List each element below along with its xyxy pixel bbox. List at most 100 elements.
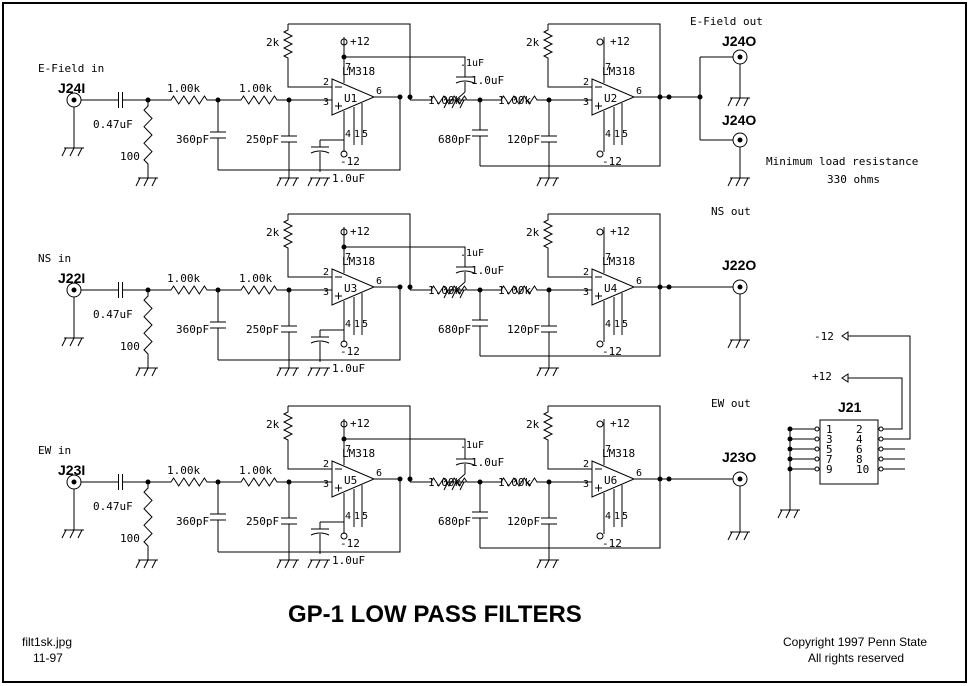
resistor [165, 95, 213, 105]
ground-symbol [135, 367, 158, 377]
pin-3: 3 [323, 97, 329, 108]
wire [287, 254, 332, 278]
resistor [542, 214, 554, 254]
ground-hatch [307, 559, 329, 569]
input-jack-label: J22I [58, 270, 85, 286]
wire [547, 254, 592, 278]
connector-pin-right: 8 [856, 453, 863, 466]
pin-5: 5 [622, 319, 628, 330]
capacitor [456, 260, 474, 268]
balance-leads [353, 485, 363, 527]
junction-dot [666, 284, 672, 290]
pin-6: 6 [636, 468, 642, 479]
opamp-triangle [591, 78, 636, 116]
connector-contact [878, 456, 884, 462]
label: 1.00k [167, 272, 200, 285]
opamp-part-number: LM318 [602, 255, 635, 268]
connector-pin-left: 5 [826, 443, 833, 456]
label: 250pF [246, 515, 279, 528]
note-ohms: 330 ohms [827, 173, 880, 186]
label: 120pF [507, 133, 540, 146]
ground-hatch [727, 531, 749, 541]
capacitor [311, 522, 329, 530]
resistor [235, 477, 283, 487]
wire [218, 97, 401, 171]
supply-pos-label: +12 [350, 417, 370, 430]
ground-symbol [307, 559, 330, 569]
plus-mark: .1uF [460, 58, 484, 69]
opamp-triangle [331, 78, 376, 116]
ground-hatch [777, 509, 799, 519]
wire [288, 405, 411, 482]
supply-neg-label: -12 [602, 537, 622, 550]
opamp-designator: U2 [604, 92, 617, 105]
opamp-signs [335, 276, 342, 300]
balance-leads [613, 293, 623, 335]
label: 1.00k [239, 82, 272, 95]
arrow-neg [841, 331, 849, 341]
connector-contact [814, 456, 820, 462]
opamp-designator: U4 [604, 282, 618, 295]
supply-terminal [340, 38, 348, 46]
label: 250pF [246, 133, 279, 146]
wire [287, 446, 332, 470]
ground-hatch [536, 559, 558, 569]
pin-4: 4 [345, 129, 351, 140]
connector-pin-left: 7 [826, 453, 833, 466]
label: 0.47uF [93, 118, 133, 131]
label: 1.00k [428, 284, 461, 297]
supply-terminal [596, 532, 604, 540]
ground-symbol [536, 177, 559, 187]
supply-terminal [340, 340, 348, 348]
supply-pos-label: +12 [350, 35, 370, 48]
pin-7: 7 [605, 62, 611, 73]
jack-pin [71, 479, 77, 485]
resistor [165, 477, 213, 487]
pin-7: 7 [345, 252, 351, 263]
pin-7: 7 [605, 444, 611, 455]
connector-pin-right: 4 [856, 433, 863, 446]
output-label: EW out [711, 397, 751, 410]
connector-leads [883, 448, 905, 470]
capacitor [541, 290, 557, 368]
resistor [542, 406, 554, 446]
ground-symbol [276, 559, 299, 569]
wire [287, 64, 332, 88]
ground-symbol [135, 559, 158, 569]
label: 120pF [507, 323, 540, 336]
balance-leads [353, 293, 363, 335]
pin-6: 6 [376, 276, 382, 287]
label: 680pF [438, 515, 471, 528]
pin-1: 1 [614, 129, 620, 140]
supply-terminal [596, 150, 604, 158]
pin-2: 2 [583, 459, 589, 470]
ground-hatch [307, 367, 329, 377]
wire [455, 473, 466, 483]
capacitor [311, 330, 329, 338]
label: 1.00k [498, 94, 531, 107]
opamp-part-number: LM318 [342, 65, 375, 78]
capacitor [472, 100, 488, 166]
opamp-part-number: LM318 [342, 255, 375, 268]
bypass-label: 1.0uF [332, 362, 365, 375]
jack-pin [737, 137, 743, 143]
label: 0.47uF [93, 500, 133, 513]
label: 100 [120, 532, 140, 545]
capacitor [455, 80, 475, 92]
jack-pin [71, 287, 77, 293]
ground-symbol [61, 147, 84, 157]
label: 1.00k [167, 82, 200, 95]
resistor [143, 482, 153, 552]
pin-3: 3 [583, 479, 589, 490]
junction-dot [666, 94, 672, 100]
connector-pin-right: 2 [856, 423, 863, 436]
copyright: Copyright 1997 Penn State [783, 635, 927, 649]
label: 680pF [438, 323, 471, 336]
ground-symbol [307, 367, 330, 377]
ground-hatch [536, 367, 558, 377]
supply-terminal [340, 420, 348, 428]
ground-symbol [276, 177, 299, 187]
bnc-jack [732, 279, 748, 295]
